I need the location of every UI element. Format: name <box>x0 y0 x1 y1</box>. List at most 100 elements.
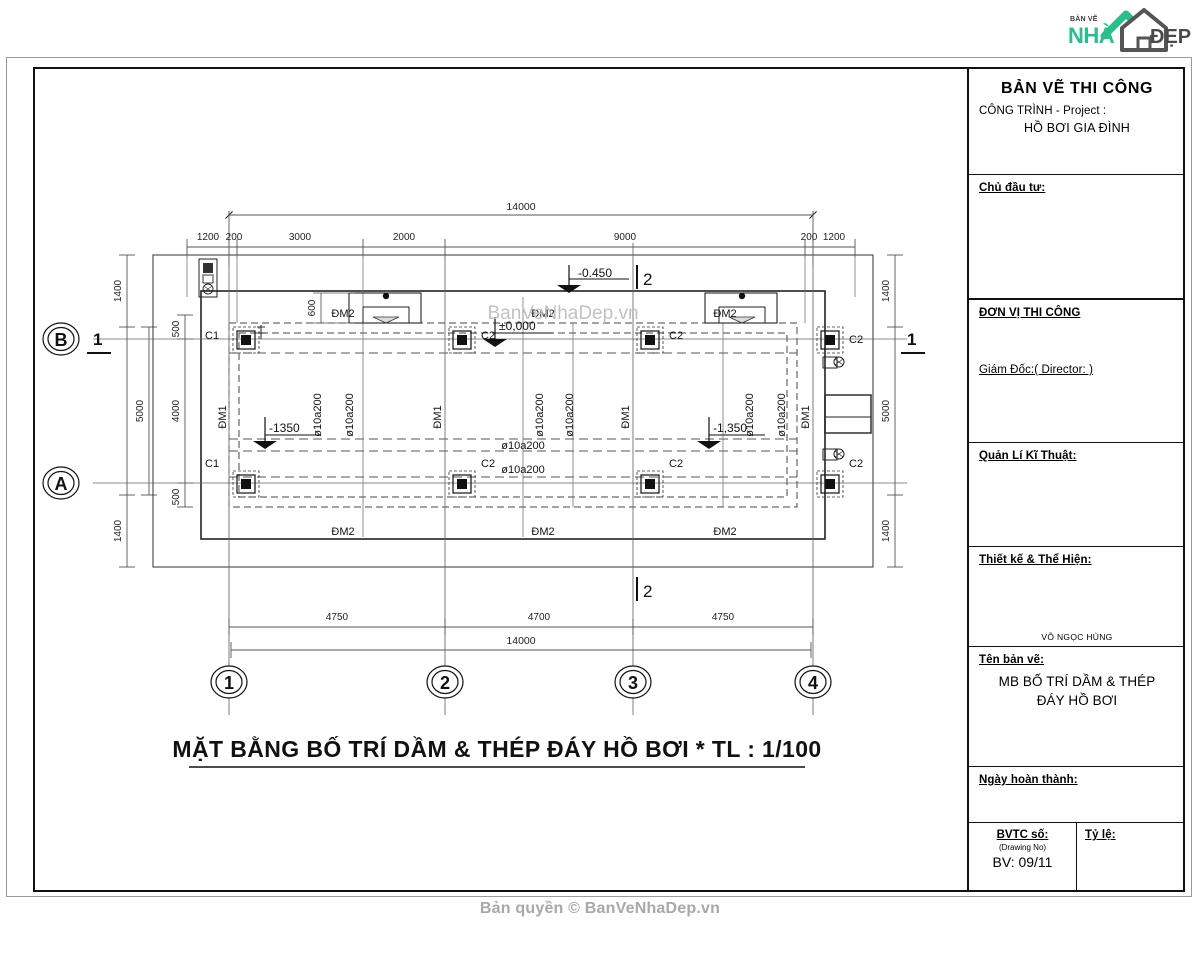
watermark-text: BanVeNhaDep.vn <box>487 303 638 324</box>
grid-bubble-b[interactable]: B <box>42 322 80 356</box>
beam-labels-dm1: ĐM1 ĐM1 ĐM1 ĐM1 <box>217 405 812 428</box>
level-text-minus-0450: -0.450 <box>578 266 612 280</box>
tb-project-name: HỒ BƠI GIA ĐÌNH <box>1023 121 1131 135</box>
column-b3 <box>636 326 664 354</box>
beam-labels-dm2: ĐM2 ĐM2 ĐM2 ĐM2 ĐM2 ĐM2 <box>331 308 736 538</box>
section-mark-2-bottom: 2 <box>636 577 652 601</box>
datum-tick <box>257 325 265 339</box>
svg-text:1400: 1400 <box>113 279 124 302</box>
tb-scale-label: Tỷ lệ: <box>1085 829 1116 841</box>
dim-left-inner-labels: 500 4000 500 <box>171 320 182 505</box>
sheet-inner-border <box>33 67 1185 892</box>
column-group-bottom <box>232 470 844 498</box>
label-dm1-2: ĐM1 <box>432 405 444 428</box>
level-text-minus-1350-right: -1,350 <box>713 421 747 435</box>
dim-bottom-overall <box>230 642 812 658</box>
section-label-2-top: 2 <box>643 270 652 289</box>
pool-step-right <box>704 292 778 324</box>
dim-right <box>887 254 903 568</box>
tb-drawing-name-line1: MB BỐ TRÍ DẦM & THÉP <box>998 674 1156 689</box>
dim-left-5000-text: 5000 <box>135 399 146 422</box>
label-dm2-bot-2: ĐM2 <box>531 526 554 538</box>
rebar-v-2: ø10a200 <box>344 393 356 436</box>
dim-left-5000 <box>141 326 157 496</box>
dim-step-600-text: 600 <box>307 299 318 316</box>
dim-bottom-chain <box>228 619 814 635</box>
grid-bubble-2[interactable]: 2 <box>426 665 464 699</box>
label-dm2-top-3: ĐM2 <box>713 308 736 320</box>
section-label-1-right: 1 <box>907 330 916 349</box>
rebar-v-1: ø10a200 <box>312 393 324 436</box>
equipment-box <box>824 394 872 434</box>
svg-text:2000: 2000 <box>393 232 416 243</box>
column-tags: C1 C2 C2 C2 C1 C2 C2 C2 <box>205 330 863 470</box>
dim-top-overall-text: 14000 <box>506 201 535 213</box>
site-logo[interactable]: BẢN VẼ NHÀ ĐẸP <box>1068 4 1194 52</box>
tag-c2-top-3: C2 <box>669 330 683 342</box>
column-b2 <box>448 326 476 354</box>
tag-c1-bottom: C1 <box>205 458 219 470</box>
tag-c2-bottom-4: C2 <box>849 458 863 470</box>
tb-technical-label: Quản Lí Kĩ Thuật: <box>979 450 1077 462</box>
svg-text:500: 500 <box>171 488 182 505</box>
svg-text:1200: 1200 <box>823 232 846 243</box>
dim-chain-top <box>186 239 856 257</box>
logo-text-dep: ĐẸP <box>1150 26 1192 48</box>
tb-project-label: CÔNG TRÌNH - Project : <box>979 105 1107 117</box>
grid-label-b: B <box>55 330 68 350</box>
svg-text:3000: 3000 <box>289 232 312 243</box>
svg-text:1400: 1400 <box>881 519 892 542</box>
rebar-v-6: ø10a200 <box>776 393 788 436</box>
section-mark-2-top: 2 <box>636 265 652 289</box>
drawing-area: 14000 1200 200 3000 2000 9000 200 <box>33 67 967 892</box>
grid-bubble-4[interactable]: 4 <box>794 665 832 699</box>
construction-lines <box>186 255 856 537</box>
label-dm2-top-2: ĐM2 <box>531 308 554 320</box>
grid-label-2: 2 <box>440 673 450 693</box>
dim-bottom-1: 4750 <box>326 612 349 623</box>
tb-drawing-no-label: (Drawing No) <box>998 843 1047 852</box>
svg-text:9000: 9000 <box>614 232 637 243</box>
site-outline <box>152 254 874 568</box>
tb-designer-row: Thiết kế & Thể Hiện: VÕ NGỌC HÙNG <box>969 547 1185 647</box>
dim-right-labels: 1400 5000 1400 <box>881 279 892 542</box>
tb-main-title: BẢN VẼ THI CÔNG <box>1000 80 1154 97</box>
tb-date-row: Ngày hoàn thành: <box>969 767 1185 823</box>
level-marker-zero: ±0,000 <box>483 317 553 347</box>
rebar-labels-vertical: ø10a200 ø10a200 ø10a200 ø10a200 ø10a200 … <box>312 393 788 436</box>
grid-label-1: 1 <box>224 673 234 693</box>
label-dm2-top-1: ĐM2 <box>331 308 354 320</box>
slab-rebar-band <box>229 352 797 478</box>
svg-text:1200: 1200 <box>197 232 220 243</box>
house-icon <box>1100 8 1168 52</box>
column-a2 <box>448 470 476 498</box>
grid-bubble-1[interactable]: 1 <box>210 665 248 699</box>
grid-bubble-a[interactable]: A <box>42 466 80 500</box>
fixture-symbol-bottom <box>822 448 845 461</box>
column-b1 <box>232 326 260 354</box>
svg-text:200: 200 <box>226 232 243 243</box>
tb-contractor-label: ĐƠN VỊ THI CÔNG <box>979 307 1081 319</box>
svg-text:4000: 4000 <box>171 399 182 422</box>
svg-text:1400: 1400 <box>881 279 892 302</box>
rebar-v-3: ø10a200 <box>534 393 546 436</box>
dim-left-outer <box>119 254 135 568</box>
section-mark-1-right: 1 <box>901 330 925 354</box>
tag-c2-bottom-2: C2 <box>481 458 495 470</box>
tb-technical-row: Quản Lí Kĩ Thuật: <box>969 443 1185 547</box>
svg-text:200: 200 <box>801 232 818 243</box>
column-a3 <box>636 470 664 498</box>
tag-c2-top-2: C2 <box>481 330 495 342</box>
tb-owner-label: Chủ đầu tư: <box>979 182 1046 194</box>
tb-date-label: Ngày hoàn thành: <box>979 774 1078 786</box>
grid-label-a: A <box>55 474 68 494</box>
tb-drawing-name-label: Tên bản vẽ: <box>979 654 1045 666</box>
grid-bubble-3[interactable]: 3 <box>614 665 652 699</box>
section-label-1-left: 1 <box>93 330 102 349</box>
dim-left-outer-labels: 1400 1400 <box>113 279 124 542</box>
tb-bvtc-cell: BVTC số: (Drawing No) BV: 09/11 <box>969 823 1077 892</box>
dim-chain-top-labels: 1200 200 3000 2000 9000 200 1200 <box>197 232 846 243</box>
tb-designer-name: VÕ NGỌC HÙNG <box>1041 632 1113 642</box>
pool-step-left <box>348 292 422 324</box>
